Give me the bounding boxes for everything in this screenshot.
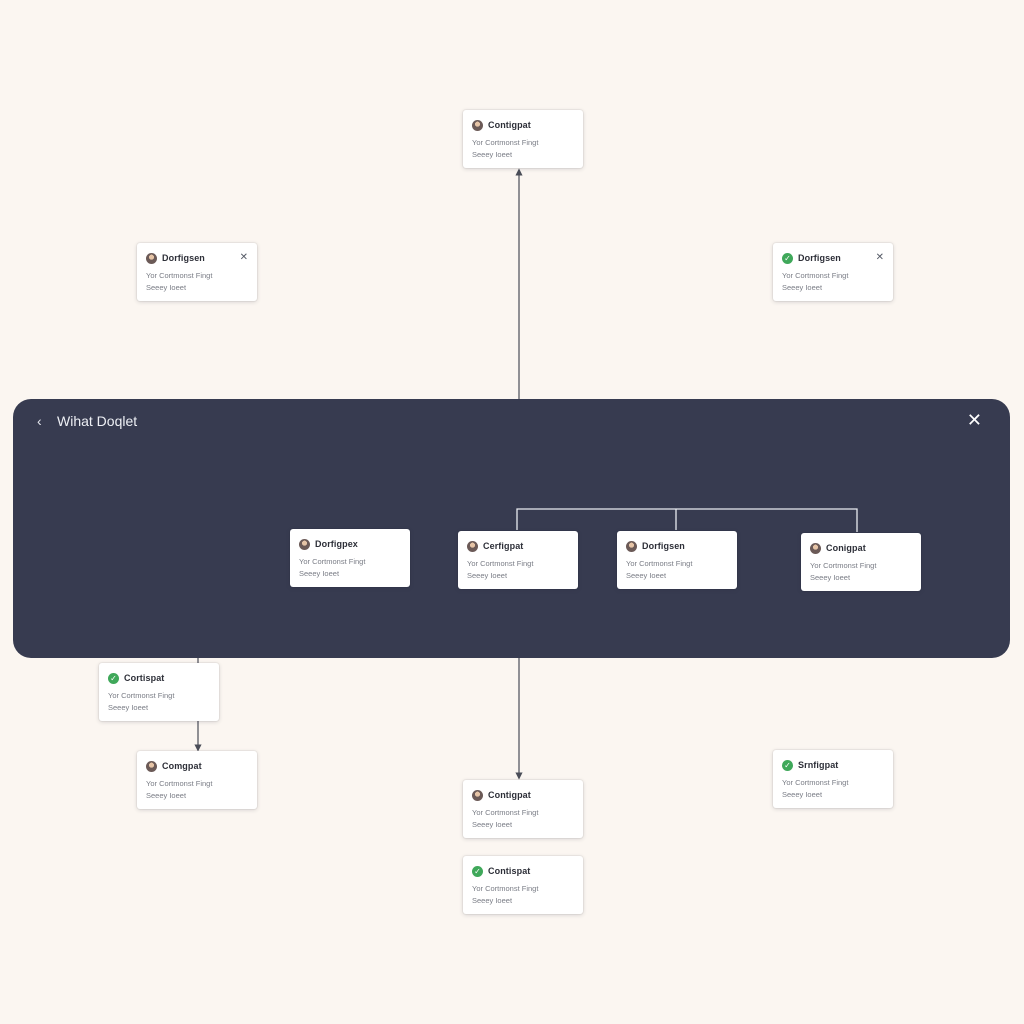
card-title: Comgpat <box>162 761 202 771</box>
card-subtitle: Yor Cortmonst Fingt <box>472 808 539 817</box>
node-card-panel-2[interactable]: Cerfigpat Yor Cortmonst Fingt Seeey Ioee… <box>458 531 578 589</box>
card-detail: Seeey Ioeet <box>810 573 851 582</box>
card-title: Conigpat <box>826 543 866 553</box>
card-subtitle: Yor Cortmonst Fingt <box>782 271 849 280</box>
card-detail: Seeey Ioeet <box>472 820 513 829</box>
card-detail: Seeey Ioeet <box>472 896 513 905</box>
card-detail: Seeey Ioeet <box>299 569 340 578</box>
avatar-person-icon <box>472 789 483 801</box>
node-card-lower-center-2[interactable]: ✓ Contispat Yor Cortmonst Fingt Seeey Io… <box>463 856 583 914</box>
chevron-left-icon[interactable]: ‹ <box>37 413 42 429</box>
node-card-lower-left-1[interactable]: ✓ Cortispat Yor Cortmonst Fingt Seeey Io… <box>99 663 219 721</box>
card-detail: Seeey Ioeet <box>108 703 149 712</box>
card-title: Contigpat <box>488 790 531 800</box>
check-icon: ✓ <box>782 759 793 771</box>
card-subtitle: Yor Cortmonst Fingt <box>467 559 534 568</box>
card-subtitle: Yor Cortmonst Fingt <box>472 884 539 893</box>
avatar-person-icon <box>467 540 478 552</box>
node-card-upper-right[interactable]: ✓ Dorfigsen ✕ Yor Cortmonst Fingt Seeey … <box>773 243 893 301</box>
node-card-lower-center-1[interactable]: Contigpat Yor Cortmonst Fingt Seeey Ioee… <box>463 780 583 838</box>
panel-title: Wihat Doqlet <box>57 413 138 429</box>
card-detail: Seeey Ioeet <box>146 283 187 292</box>
card-title: Contigpat <box>488 120 531 130</box>
card-title: Dorfigsen <box>798 253 841 263</box>
node-card-lower-left-2[interactable]: Comgpat Yor Cortmonst Fingt Seeey Ioeet <box>137 751 257 809</box>
card-subtitle: Yor Cortmonst Fingt <box>782 778 849 787</box>
avatar-person-icon <box>146 760 157 772</box>
avatar-person-icon <box>299 538 310 550</box>
card-title: Srnfigpat <box>798 760 839 770</box>
card-title: Cerfigpat <box>483 541 524 551</box>
card-detail: Seeey Ioeet <box>472 150 513 159</box>
node-card-panel-3[interactable]: Dorfigsen Yor Cortmonst Fingt Seeey Ioee… <box>617 531 737 589</box>
card-subtitle: Yor Cortmonst Fingt <box>146 779 213 788</box>
card-detail: Seeey Ioeet <box>467 571 508 580</box>
card-subtitle: Yor Cortmonst Fingt <box>108 691 175 700</box>
card-detail: Seeey Ioeet <box>146 791 187 800</box>
card-detail: Seeey Ioeet <box>782 790 823 799</box>
check-icon: ✓ <box>782 252 793 264</box>
node-card-panel-1[interactable]: Dorfigpex Yor Cortmonst Fingt Seeey Ioee… <box>290 529 410 587</box>
node-card-top[interactable]: Contigpat Yor Cortmonst Fingt Seeey Ioee… <box>463 110 583 168</box>
check-icon: ✓ <box>472 865 483 877</box>
card-title: Dorfigpex <box>315 539 358 549</box>
avatar-person-icon <box>626 540 637 552</box>
node-card-lower-right[interactable]: ✓ Srnfigpat Yor Cortmonst Fingt Seeey Io… <box>773 750 893 808</box>
card-subtitle: Yor Cortmonst Fingt <box>810 561 877 570</box>
card-subtitle: Yor Cortmonst Fingt <box>626 559 693 568</box>
card-subtitle: Yor Cortmonst Fingt <box>472 138 539 147</box>
close-icon[interactable]: ✕ <box>239 252 248 263</box>
card-detail: Seeey Ioeet <box>782 283 823 292</box>
modal-panel: ‹ Wihat Doqlet ✕ <box>13 399 1010 658</box>
close-icon[interactable]: ✕ <box>966 410 982 430</box>
close-icon[interactable]: ✕ <box>875 252 884 263</box>
card-title: Cortispat <box>124 673 165 683</box>
card-title: Dorfigsen <box>642 541 685 551</box>
node-card-panel-4[interactable]: Conigpat Yor Cortmonst Fingt Seeey Ioeet <box>801 533 921 591</box>
avatar-person-icon <box>146 252 157 264</box>
avatar-person-icon <box>810 542 821 554</box>
avatar-person-icon <box>472 119 483 131</box>
card-title: Dorfigsen <box>162 253 205 263</box>
card-title: Contispat <box>488 866 531 876</box>
check-icon: ✓ <box>108 672 119 684</box>
card-subtitle: Yor Cortmonst Fingt <box>299 557 366 566</box>
card-detail: Seeey Ioeet <box>626 571 667 580</box>
card-subtitle: Yor Cortmonst Fingt <box>146 271 213 280</box>
node-card-upper-left[interactable]: Dorfigsen ✕ Yor Cortmonst Fingt Seeey Io… <box>137 243 257 301</box>
panel-connector-lines <box>516 508 858 532</box>
